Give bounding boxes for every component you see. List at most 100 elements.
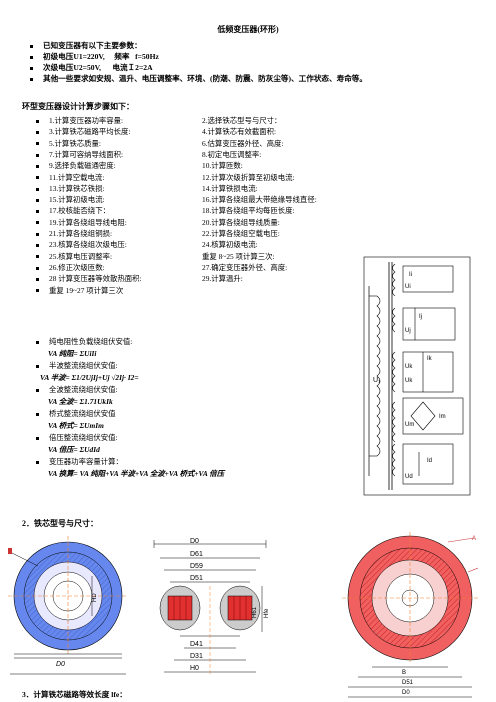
step-text: 重复 8~25 项计算三次: — [202, 251, 275, 261]
step-item: 26.修正次级匝数: — [36, 263, 105, 273]
step-item: 16.计算各绕组最大带绝缘导线直径: — [202, 195, 317, 205]
label-b: B — [402, 670, 406, 676]
step-text: 23.核算各绕组次级电压: — [49, 240, 127, 250]
formula-label-text: 全波整流绕组伏安值: — [49, 385, 118, 394]
formula-label: 纯电阻性负载绕组伏安值: — [36, 337, 132, 347]
dim-hfe: Hfe — [264, 608, 270, 618]
step-item: 20.计算各绕组导线质量: — [202, 218, 280, 228]
section-3-heading: 3．计算铁芯磁路等效长度 lfe： — [22, 690, 127, 699]
formula-label-text: 倍压整流绕组伏安值: — [49, 433, 118, 442]
step-text: 29.计算温升: — [202, 274, 243, 284]
formula-expression: VA 全波= Σ1.71UkIk — [48, 397, 113, 406]
step-text: 24.核算初级电流: — [202, 240, 258, 250]
bullet — [36, 198, 39, 202]
formula-expression: VA 半波= Σ1/2UjIj+Uj √2Ij· I2= — [40, 373, 139, 382]
formula-label-text: 桥式整流绕组伏安值 — [49, 409, 116, 418]
step-item: 27.确定变压器外径、高度: — [202, 263, 287, 273]
bullet — [36, 164, 39, 168]
uj-label: Uj — [405, 328, 411, 334]
formula-label: 桥式整流绕组伏安值 — [36, 409, 116, 419]
formula-label: 半波整流绕组伏安值: — [36, 361, 118, 371]
formula-expression: VA 换算= VA 纯阻+VA 半波+VA 全波+VA 桥式+VA 倍压 — [48, 469, 225, 478]
formula-label: 变压器功率容量计算： — [36, 457, 123, 467]
step-item: 23.核算各绕组次级电压: — [36, 240, 127, 250]
u1-label: U₁ — [373, 377, 381, 384]
step-text: 8.初定电压调整率: — [202, 149, 262, 159]
formula-expression: VA 桥式= ΣUmIm — [48, 421, 104, 430]
dim-d41: D41 — [190, 641, 203, 648]
intro-line-1: 已知变压器有以下主要参数： — [30, 40, 142, 51]
step-text: 4.计算铁芯有效截面积: — [202, 127, 277, 137]
bullet — [36, 266, 39, 270]
step-text: 15.计算初级电流: — [49, 195, 105, 205]
step-text: 18.计算各绕组平均每匝长度: — [202, 206, 295, 216]
step-text: 17.校核能否绕下： — [49, 206, 110, 216]
intro-line-4: 其他一些要求如安规、温升、电压调整率、环境、(防潮、防震、防灰尘等)、工作状态、… — [30, 73, 367, 84]
step-item: 29.计算温升: — [202, 274, 243, 284]
dim-h61: H61 — [252, 606, 258, 618]
ii-label: Ii — [409, 272, 412, 278]
ui-label: Ui — [405, 284, 411, 290]
step-item: 重复 19~27 项计算三次 — [36, 286, 123, 296]
step-item: 9.选择负载磁通密度: — [36, 161, 116, 171]
intro-line-3: 次级电压U2=50V, 电流Ｉ2=2A — [30, 62, 153, 73]
formula-expression: VA 倍压= ΣUdId — [48, 445, 100, 454]
step-item: 8.初定电压调整率: — [202, 150, 261, 160]
left-hd-label: HD — [92, 593, 98, 602]
formula-label: 倍压整流绕组伏安值: — [36, 433, 118, 443]
step-item: 15.计算初级电流: — [36, 195, 105, 205]
bullet — [36, 244, 39, 248]
bullet — [36, 436, 39, 440]
bullet — [30, 44, 33, 48]
dim-h0: H0 — [190, 665, 199, 672]
step-text: 16.计算各绕组最大带绝缘导线直径: — [202, 195, 317, 205]
step-item: 13.计算铁芯铁损: — [36, 184, 105, 194]
bullet — [30, 66, 33, 70]
bullet — [36, 388, 39, 392]
step-text: 5.计算铁芯质量: — [49, 138, 101, 148]
step-item: 17.校核能否绕下： — [36, 206, 110, 216]
bullet — [36, 187, 39, 191]
bullet — [36, 255, 39, 259]
step-item: 3.计算铁芯磁路平均长度: — [36, 127, 131, 137]
section-2-heading: 2．铁芯型号与尺寸： — [22, 519, 98, 528]
step-text: 28 计算变压器等效散热面积: — [49, 274, 142, 284]
step-text: 1.计算变压器功率容量: — [49, 116, 124, 125]
bullet — [36, 142, 39, 146]
step-item: 19.计算各绕组导线电阻: — [36, 218, 127, 228]
step-text: 13.计算铁芯铁损: — [49, 183, 105, 193]
left-d0-label: D0 — [56, 661, 65, 668]
dim-d61: D61 — [190, 551, 203, 558]
step-text: 11.计算空载电流: — [49, 172, 105, 182]
step-item: 18.计算各绕组平均每匝长度: — [202, 206, 295, 216]
ik-label: Ik — [427, 356, 433, 362]
bullet — [30, 55, 33, 59]
id-label: Id — [427, 458, 432, 464]
label-d0: D0 — [402, 690, 410, 696]
step-item: 11.计算空载电流: — [36, 173, 104, 183]
step-item: 24.核算初级电流: — [202, 240, 258, 250]
dim-d0: D0 — [190, 538, 199, 545]
uk-label-2: Uk — [405, 378, 413, 384]
step-text: 10.计算匝数: — [202, 161, 243, 171]
toroid-section-view: D0 D61 D59 D51 D41 D31 H0 H61 Hfe — [153, 538, 270, 676]
bullet — [30, 77, 33, 81]
label-d51: D51 — [402, 680, 414, 686]
formula-expression: VA 纯阻= ΣUiIi — [48, 349, 97, 358]
bullet — [36, 119, 39, 123]
step-item: 重复 8~25 项计算三次: — [202, 252, 275, 262]
ij-label: Ij — [419, 314, 422, 320]
step-item: 4.计算铁芯有效截面积: — [202, 127, 276, 137]
formula-label: 全波整流绕组伏安值: — [36, 385, 118, 395]
ud-label: Ud — [405, 474, 413, 480]
bullet — [36, 412, 39, 416]
dim-d59: D59 — [190, 563, 203, 570]
step-item: 10.计算匝数: — [202, 161, 243, 171]
formula-label-text: 半波整流绕组伏安值: — [49, 361, 118, 370]
step-text: 14.计算铁损电流: — [202, 183, 258, 193]
bullet — [36, 460, 39, 464]
bullet — [36, 221, 39, 225]
uk-label: Uk — [405, 364, 413, 370]
bullet — [36, 340, 39, 344]
step-text: 重复 19~27 项计算三次 — [49, 285, 124, 295]
